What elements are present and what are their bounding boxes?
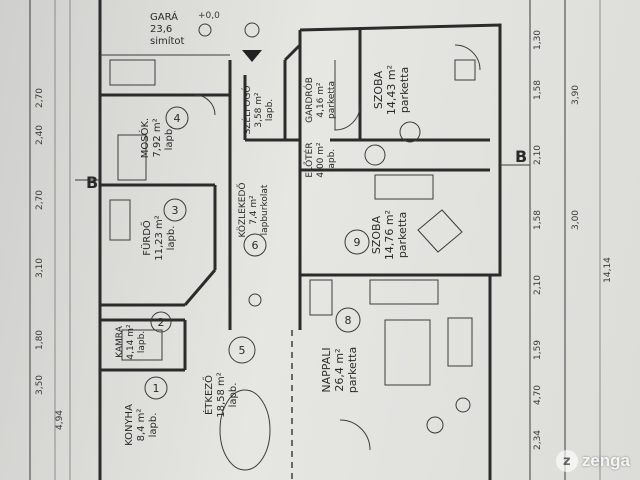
- dimension-label: 3,50: [35, 375, 45, 395]
- room-floor: lapb.: [164, 126, 175, 151]
- room-floor: lapb.: [148, 413, 159, 438]
- room-name: KAMRA: [115, 325, 125, 358]
- garage-note: simítot: [150, 35, 185, 47]
- room-number-konyha: 1: [153, 382, 160, 395]
- garage-area: 23,6: [150, 24, 172, 35]
- dimension-label: 1,30: [533, 30, 543, 50]
- section-mark: B: [86, 173, 98, 192]
- section-mark: B: [515, 147, 527, 166]
- dimension-label: 2,10: [533, 145, 543, 165]
- room-name: FÜRDŐ: [139, 220, 153, 256]
- dimension-label: 2,34: [533, 430, 543, 450]
- room-number-szoba2: 9: [354, 236, 361, 249]
- room-floor: lapb.: [265, 99, 275, 121]
- room-floor: lapburkolat: [260, 184, 270, 235]
- dimension-label: 3,10: [35, 258, 45, 278]
- room-area: 8,4 m²: [136, 409, 147, 442]
- room-number-mosok: 4: [174, 112, 181, 125]
- room-floor: lapb.: [166, 226, 177, 251]
- dimension-label: 1,58: [533, 210, 543, 230]
- room-area: 7,92 m²: [152, 118, 163, 157]
- room-name: NAPPALI: [320, 347, 333, 392]
- room-area: 4,16 m²: [316, 82, 326, 118]
- dimension-label: 3,00: [571, 210, 581, 230]
- dimension-label: 3,90: [571, 85, 581, 105]
- room-name: ÉTKEZŐ: [201, 375, 215, 415]
- room-name: GARDRÓB: [303, 77, 315, 123]
- room-area: 14,43 m²: [385, 65, 398, 115]
- room-area: 18,58 m²: [216, 372, 227, 418]
- watermark-text: zenga: [581, 451, 630, 470]
- elevation-label: +0,0: [198, 11, 220, 21]
- dimension-label: 2,40: [35, 125, 45, 145]
- room-number-nappali: 8: [345, 314, 352, 327]
- watermark: z zenga: [555, 450, 630, 472]
- room-name: MOSÓK.: [138, 118, 151, 158]
- dimension-label: 14,14: [603, 257, 613, 283]
- room-area: 4,00 m²: [316, 142, 326, 178]
- room-floor: lapb.: [228, 383, 239, 408]
- room-floor: lapb.: [137, 331, 147, 353]
- room-name: SZÉLFOGÓ: [241, 86, 253, 135]
- room-floor: parketta: [327, 81, 337, 119]
- room-number-kamra: 2: [158, 316, 165, 329]
- room-area: 4,14 m²: [126, 324, 136, 360]
- dimension-label: 1,80: [35, 330, 45, 350]
- room-number-furdo: 3: [172, 204, 179, 217]
- garage-name: GARÁ: [150, 10, 178, 23]
- room-name: KÖZLEKEDŐ: [237, 183, 248, 238]
- room-area: 26,4 m²: [333, 348, 346, 391]
- room-area: 14,76 m²: [383, 210, 396, 260]
- room-floor: parketta: [396, 212, 409, 258]
- room-area: 3,58 m²: [254, 92, 264, 128]
- room-name: KONYHA: [124, 404, 135, 446]
- room-name: SZOBA: [370, 215, 383, 254]
- room-number-etkezo: 5: [239, 344, 246, 357]
- room-number-kozlekedo: 6: [252, 239, 259, 252]
- room-area: 11,23 m²: [154, 215, 165, 261]
- dimension-label: 2,70: [35, 88, 45, 108]
- dimension-label: 2,70: [35, 190, 45, 210]
- dimension-label: 4,70: [533, 385, 543, 405]
- room-floor: parketta: [398, 67, 411, 113]
- dimension-label: 2,10: [533, 275, 543, 295]
- room-name: ELŐTÉR: [303, 142, 315, 177]
- room-floor: parketta: [346, 347, 359, 393]
- dimension-label: 1,58: [533, 80, 543, 100]
- dimension-label: 1,59: [533, 340, 543, 360]
- watermark-logo-icon: z: [555, 450, 578, 472]
- room-name: SZOBA: [372, 70, 385, 109]
- room-floor: lapb.: [327, 149, 337, 171]
- room-area: 7,4 m²: [249, 195, 259, 225]
- dimension-label: 4,94: [55, 410, 65, 430]
